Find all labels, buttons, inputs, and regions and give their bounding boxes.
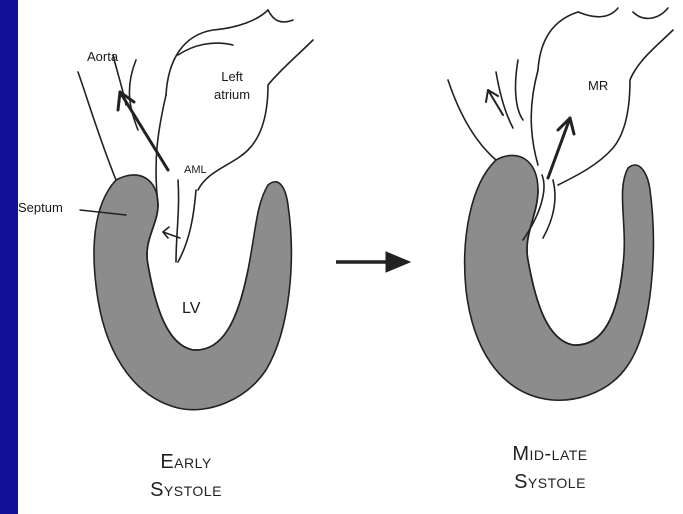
late-myocardium	[465, 155, 654, 400]
late-systole-caption: Mid-late Systole	[480, 440, 620, 496]
early-anterior-mitral-leaflet	[176, 180, 179, 262]
early-caption-line2: Systole	[126, 476, 246, 504]
septum-label: Septum	[18, 200, 63, 215]
early-aorta-wall-right	[156, 95, 166, 205]
late-caption-line1: Mid-late	[480, 440, 620, 468]
early-myocardium	[94, 175, 291, 410]
early-aorta-wall-left	[78, 72, 116, 180]
diagram-panel: Aorta Left atrium AML Septum LV MR Early…	[18, 0, 683, 514]
systole-diagram	[18, 0, 683, 514]
aorta-label: Aorta	[87, 49, 118, 64]
late-left-atrium	[538, 12, 673, 185]
early-aorta-arrow	[120, 92, 168, 170]
early-caption-line1: Early	[126, 448, 246, 476]
late-caption-line2: Systole	[480, 468, 620, 496]
late-heart	[448, 8, 673, 400]
early-systole-caption: Early Systole	[126, 448, 246, 504]
aml-label: AML	[184, 164, 207, 176]
left-atrium-label: Left atrium	[214, 68, 250, 104]
transition-arrow	[336, 252, 410, 272]
mr-label: MR	[588, 78, 608, 93]
early-heart	[78, 10, 313, 410]
lv-label: LV	[182, 300, 200, 318]
